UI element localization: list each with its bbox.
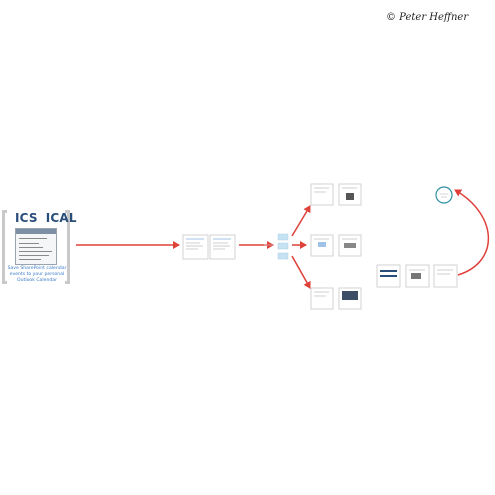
ics-ical-frame[interactable]: ICS ICAL Save SharePoint calendar events … <box>0 206 77 286</box>
blue-chip <box>277 252 289 260</box>
arrow-curve-to-circle <box>454 189 490 276</box>
blue-chip-stack[interactable] <box>264 233 289 260</box>
arrow-stack-to-top <box>291 205 311 237</box>
card-pair-middle[interactable] <box>310 234 362 257</box>
ics-caption: Save SharePoint calendar events to your … <box>7 266 67 283</box>
author-credit: © Peter Heffner <box>386 12 469 23</box>
slide-thumb <box>433 264 458 288</box>
slide-thumb <box>310 183 334 206</box>
card-pair-top[interactable] <box>310 183 362 206</box>
blue-chip <box>277 242 289 250</box>
blue-chip <box>277 233 289 241</box>
arrow-stack-to-bottom <box>291 255 311 289</box>
ical-label: ICAL <box>45 211 77 225</box>
right-bracket <box>65 210 70 284</box>
card-triple-right[interactable] <box>376 264 458 288</box>
card-pair-bottom[interactable] <box>310 287 362 310</box>
ics-label: ICS <box>15 211 38 225</box>
ics-ical-title: ICS ICAL <box>15 211 85 225</box>
slide-thumb <box>310 287 334 310</box>
outlook-dialog-screenshot <box>15 228 57 265</box>
card-pair-1[interactable] <box>182 234 236 260</box>
left-bracket <box>2 210 7 284</box>
end-circle[interactable] <box>435 186 453 204</box>
